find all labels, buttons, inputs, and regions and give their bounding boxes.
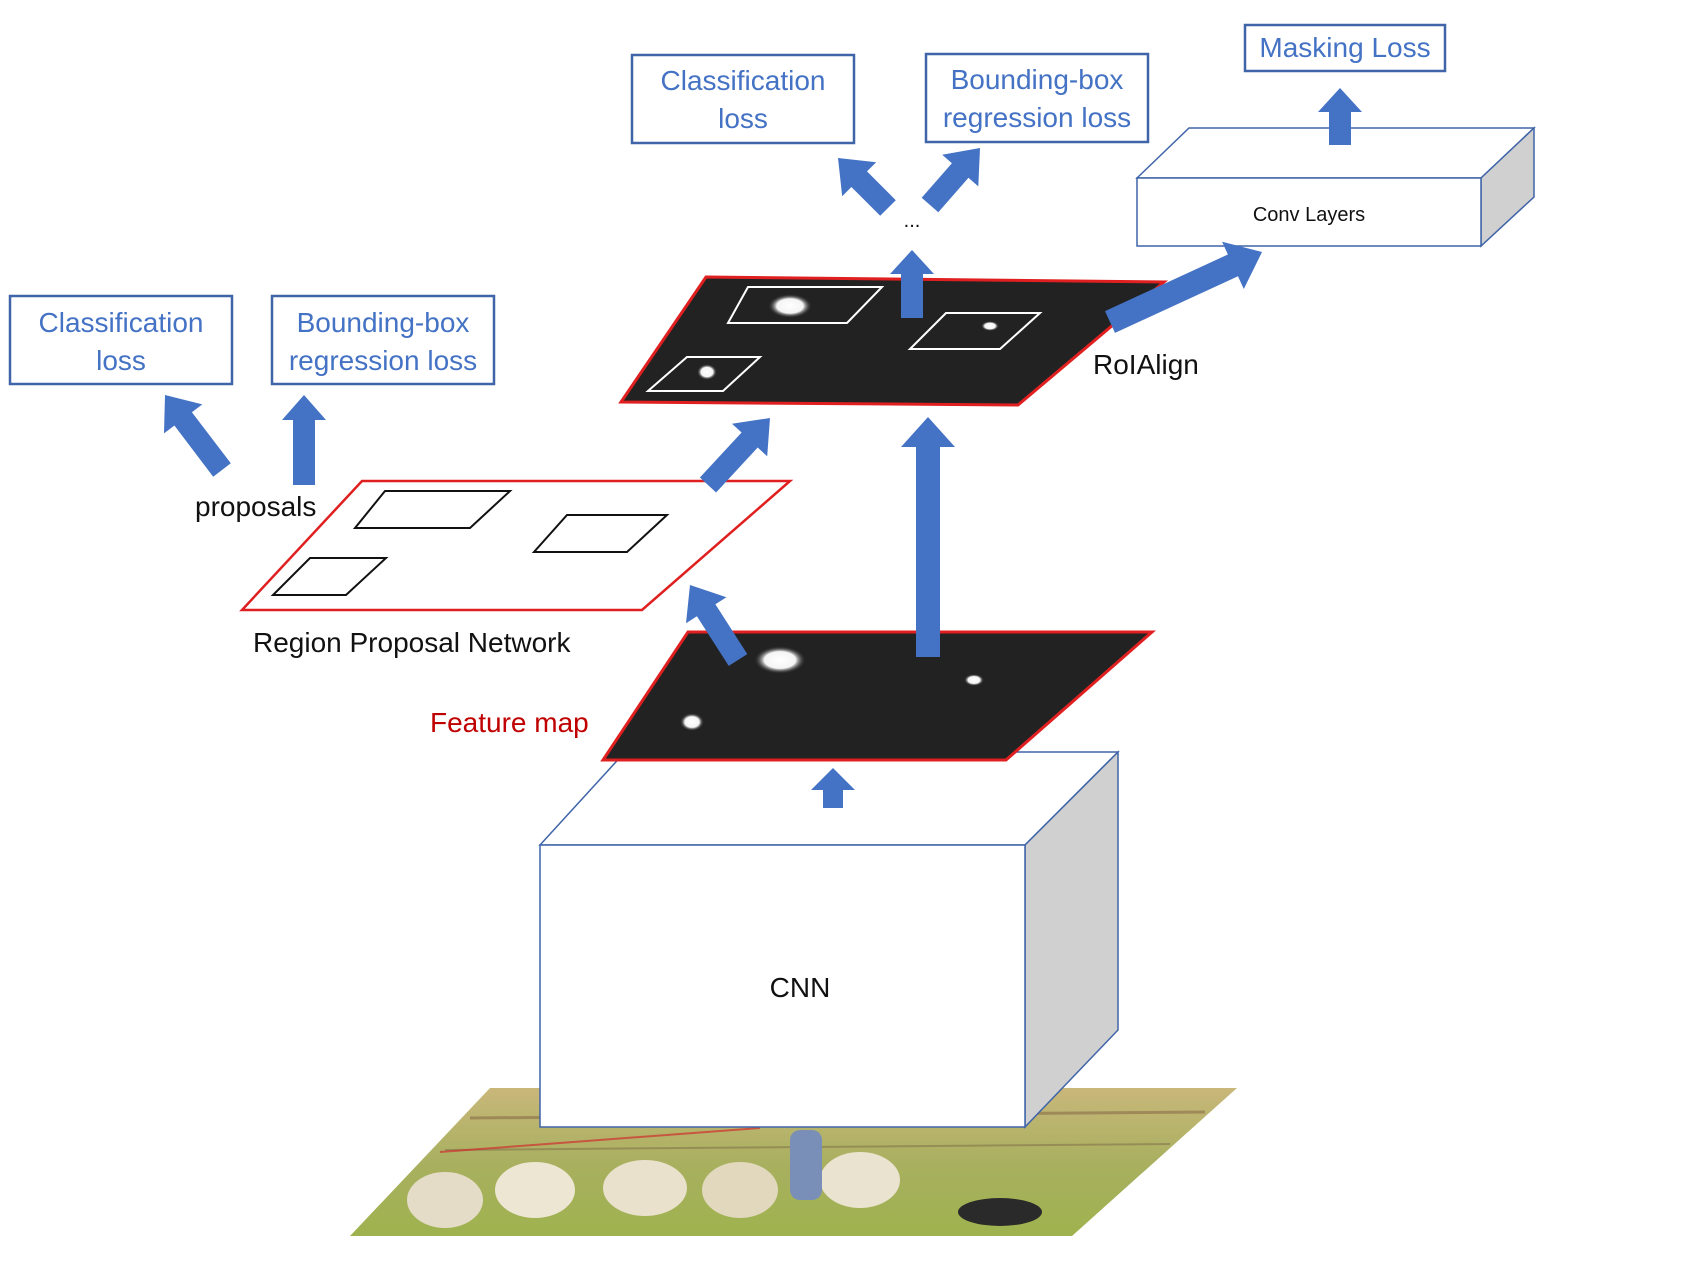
conv-layers-block: Conv Layers	[1135, 126, 1536, 248]
rpn-to-roialign-arrow	[699, 418, 770, 493]
bbox-loss-top-box: Bounding-box regression loss	[924, 52, 1150, 144]
feature-map-to-roialign-arrow	[901, 417, 955, 657]
ellipsis-label: ...	[904, 210, 921, 232]
conv-layers-to-masking-arrow	[1318, 88, 1362, 145]
svg-text:loss: loss	[96, 345, 146, 376]
svg-text:Masking Loss: Masking Loss	[1259, 32, 1430, 63]
ellipsis-to-bbox-loss-arrow	[921, 148, 980, 213]
svg-text:Bounding-box: Bounding-box	[951, 64, 1124, 95]
roialign-to-ellipsis-arrow	[890, 250, 934, 318]
conv-layers-label: Conv Layers	[1253, 204, 1365, 226]
rpn-label: Region Proposal Network	[253, 627, 571, 658]
proposal-box-3	[270, 557, 389, 596]
proposal-box-2	[531, 514, 670, 553]
svg-text:loss: loss	[718, 103, 768, 134]
svg-text:Bounding-box: Bounding-box	[297, 307, 470, 338]
roi-box-3	[645, 356, 763, 392]
feature-map-label: Feature map	[430, 707, 589, 738]
sheep-shapes	[407, 1130, 1042, 1228]
svg-text:regression loss: regression loss	[943, 102, 1131, 133]
flow-arrows	[164, 88, 1362, 808]
proposals-label: proposals	[195, 491, 316, 522]
svg-text:regression loss: regression loss	[289, 345, 477, 376]
svg-text:Classification: Classification	[39, 307, 204, 338]
ellipsis-to-cls-loss-arrow	[838, 158, 896, 216]
roi-box-2	[907, 312, 1043, 350]
cnn-label: CNN	[770, 972, 831, 1003]
roi-box-1	[726, 286, 885, 324]
cnn-block: CNN	[538, 750, 1120, 1129]
proposals-to-cls-loss-arrow	[164, 395, 231, 477]
feature-map-to-rpn-arrow	[686, 585, 748, 666]
cls-loss-top-box: Classification loss	[630, 53, 856, 145]
roialign-to-conv-layers-arrow	[1105, 241, 1262, 333]
rpn-plane	[239, 479, 794, 612]
masking-loss-box: Masking Loss	[1243, 23, 1447, 73]
proposal-box-1	[352, 490, 513, 529]
bbox-loss-left-box: Bounding-box regression loss	[270, 294, 496, 386]
svg-text:Classification: Classification	[661, 65, 826, 96]
cls-loss-left-box: Classification loss	[8, 294, 234, 386]
roialign-plane	[618, 275, 1169, 407]
roialign-label: RoIAlign	[1093, 349, 1199, 380]
feature-map	[600, 630, 1156, 762]
cnn-to-feature-map-arrow	[811, 768, 855, 808]
proposals-to-bbox-loss-arrow	[282, 395, 326, 485]
